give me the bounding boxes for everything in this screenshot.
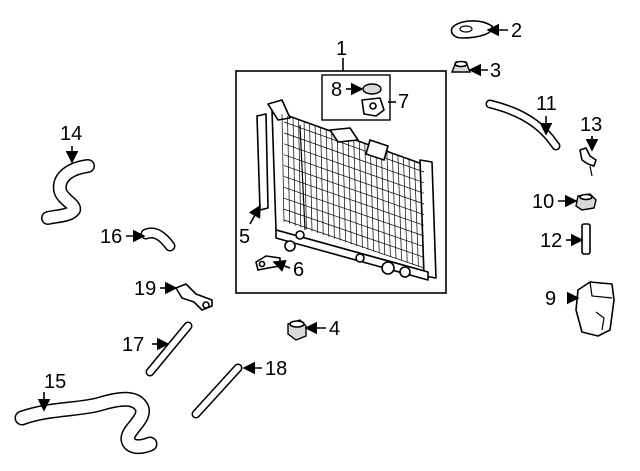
radiator-fin-line	[283, 176, 425, 226]
radiator-fin-line	[283, 219, 425, 269]
part-5-seal-strip	[256, 113, 269, 211]
callout-19: 19	[134, 278, 156, 300]
callout-8: 8	[331, 79, 342, 101]
part-13-clamp	[579, 147, 597, 167]
callout-5: 5	[239, 226, 250, 248]
callout-4: 4	[329, 318, 340, 340]
callout-17: 17	[122, 334, 144, 356]
callout-7: 7	[398, 91, 409, 113]
radiator-fin-line	[283, 132, 425, 183]
callout-9: 9	[545, 288, 556, 310]
callout-1: 1	[336, 38, 347, 60]
radiator-fin-line	[283, 154, 425, 205]
radiator-core	[267, 99, 437, 281]
radiator-fin-line	[281, 113, 285, 223]
callout-14: 14	[60, 123, 82, 145]
callout-2: 2	[511, 20, 522, 42]
radiator-fin-line	[283, 121, 425, 173]
callout-18: 18	[265, 358, 287, 380]
part-12-tube	[581, 223, 591, 255]
radiator-fin-line	[283, 187, 425, 237]
radiator-assembly-box	[235, 70, 447, 294]
callout-15: 15	[44, 371, 66, 393]
callout-11: 11	[536, 93, 557, 115]
part-8-seal	[362, 83, 382, 95]
radiator-fin-line	[283, 208, 425, 258]
callout-6: 6	[293, 259, 304, 281]
callout-12: 12	[540, 230, 562, 252]
radiator-fin-line	[283, 165, 425, 215]
callout-3: 3	[490, 60, 501, 82]
radiator-fin-line	[283, 143, 425, 194]
radiator-fin-line	[283, 197, 425, 247]
cap-subassembly-box	[321, 74, 391, 121]
callout-10: 10	[532, 191, 554, 213]
callout-13: 13	[580, 114, 602, 136]
callout-16: 16	[100, 226, 122, 248]
part-9-reservoir-tank	[575, 281, 615, 337]
